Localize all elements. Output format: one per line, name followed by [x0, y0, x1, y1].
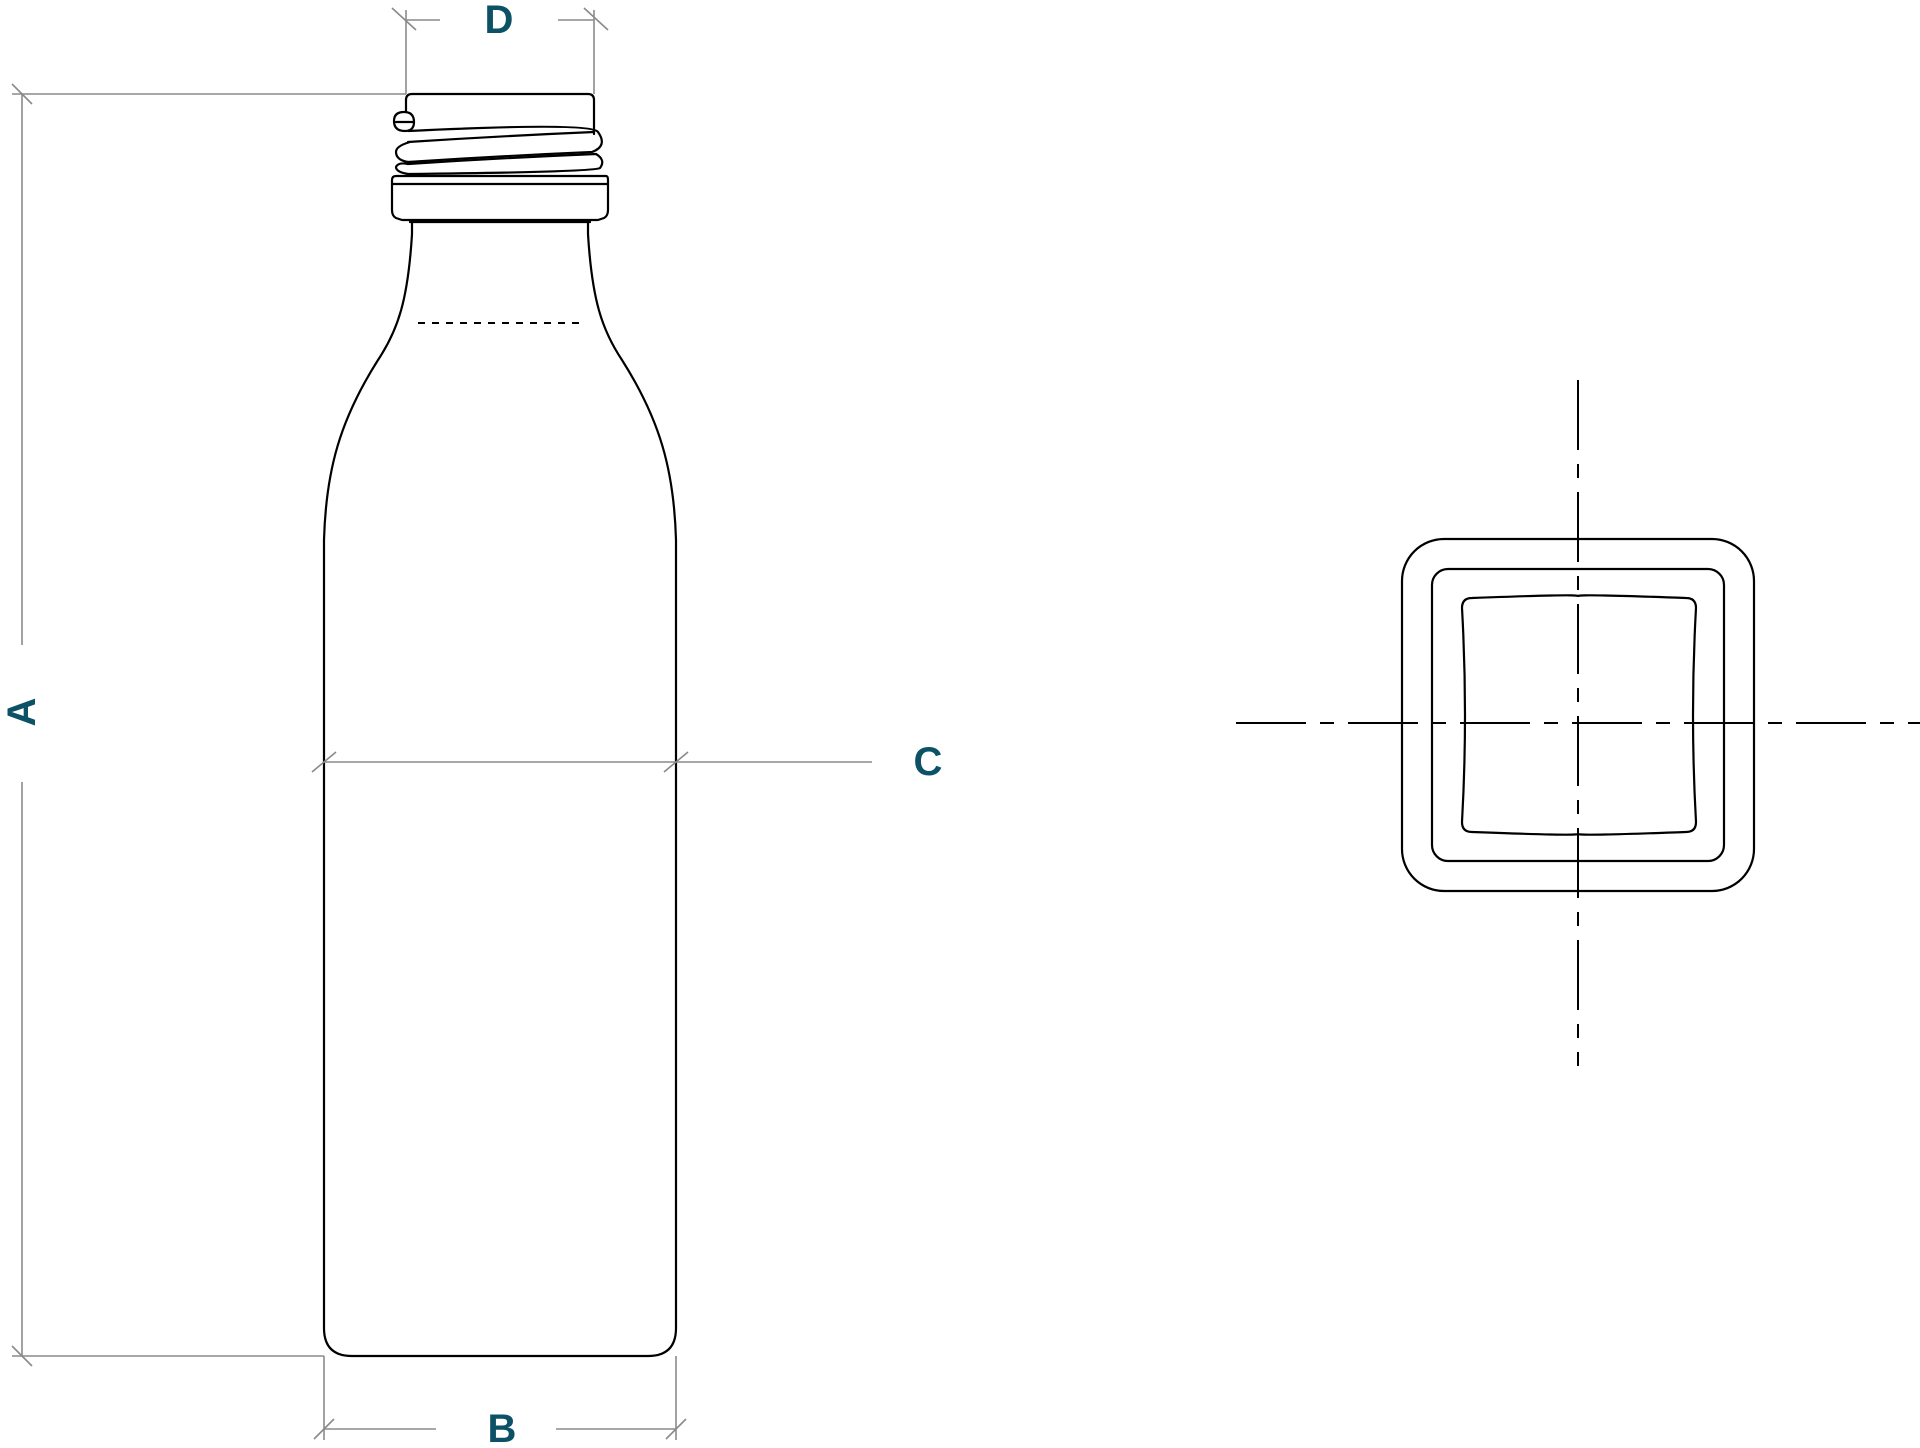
- bottle-thread-4: [394, 152, 604, 176]
- bottle-finish-top: [404, 92, 596, 126]
- dimension-c-tick-left: [311, 751, 337, 773]
- dimension-b: B: [313, 1356, 687, 1448]
- dimension-a-tick-bottom: [11, 1345, 33, 1367]
- dimension-c-tick-right: [663, 751, 689, 773]
- bottle-body-outline: [322, 220, 678, 1358]
- dimension-a: A: [0, 83, 406, 1367]
- dimension-annotations: A B C D: [0, 0, 942, 1448]
- dimension-d-tick-right: [583, 7, 609, 31]
- bottle-thread-3: [394, 140, 412, 164]
- dimension-a-tick-top: [11, 83, 33, 105]
- bottle-thread-1: [406, 125, 603, 164]
- dimension-c: C: [311, 740, 943, 784]
- bottle-thread-start: [392, 110, 416, 133]
- dimension-d: D: [391, 0, 609, 94]
- dimension-b-tick-left: [313, 1418, 335, 1440]
- dimension-c-label: C: [914, 740, 943, 784]
- dimension-d-label: D: [485, 0, 514, 42]
- bottle-neck-ring: [390, 174, 610, 222]
- bottle-side-view: [322, 92, 678, 1358]
- bottle-top-view: [1236, 380, 1920, 1066]
- dimension-d-tick-left: [391, 7, 417, 31]
- dimension-b-tick-right: [665, 1418, 687, 1440]
- dimension-b-label: B: [488, 1407, 517, 1448]
- top-view-inner-square: [1460, 594, 1698, 836]
- bottle-thread-2: [406, 130, 596, 144]
- dimension-a-label: A: [0, 698, 44, 727]
